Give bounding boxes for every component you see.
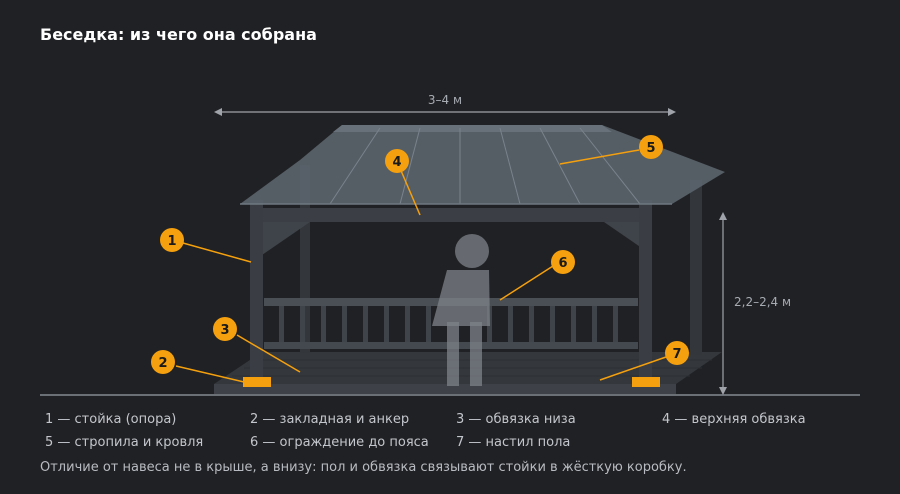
svg-text:2: 2: [158, 356, 167, 371]
anchor-left: [243, 377, 271, 387]
svg-text:6: 6: [558, 256, 567, 271]
caption: Отличие от навеса не в крыше, а внизу: п…: [40, 460, 687, 475]
anchor-right: [632, 377, 660, 387]
roof-seams: [329, 127, 641, 205]
svg-text:3: 3: [220, 323, 229, 338]
roof-ridge-strip: [333, 125, 612, 132]
marker-2: 2: [151, 350, 175, 374]
leader-lines: [175, 149, 667, 383]
marker-4: 4: [385, 149, 409, 173]
person-silhouette: [432, 234, 490, 386]
front-post-right: [639, 200, 652, 384]
marker-1: 1: [160, 228, 184, 252]
top-beam: [262, 208, 652, 222]
marker-6: 6: [551, 250, 575, 274]
floor-front-beam: [214, 384, 676, 394]
svg-text:1: 1: [167, 234, 176, 249]
back-post-left: [300, 165, 310, 353]
svg-text:4: 4: [392, 155, 401, 170]
marker-7: 7: [665, 341, 689, 365]
marker-5: 5: [639, 135, 663, 159]
svg-text:7: 7: [672, 347, 681, 362]
width-dimension: [214, 108, 676, 116]
width-label: 3–4 м: [428, 93, 462, 107]
front-post-left: [250, 200, 263, 384]
svg-text:5: 5: [646, 141, 655, 156]
back-post-right: [690, 180, 702, 355]
marker-3: 3: [213, 317, 237, 341]
height-dimension: [719, 212, 727, 395]
height-label: 2,2–2,4 м: [734, 295, 791, 309]
page-title: Беседка: из чего она собрана: [40, 25, 317, 44]
corner-bracket-left: [262, 222, 310, 255]
roof: [240, 125, 725, 204]
